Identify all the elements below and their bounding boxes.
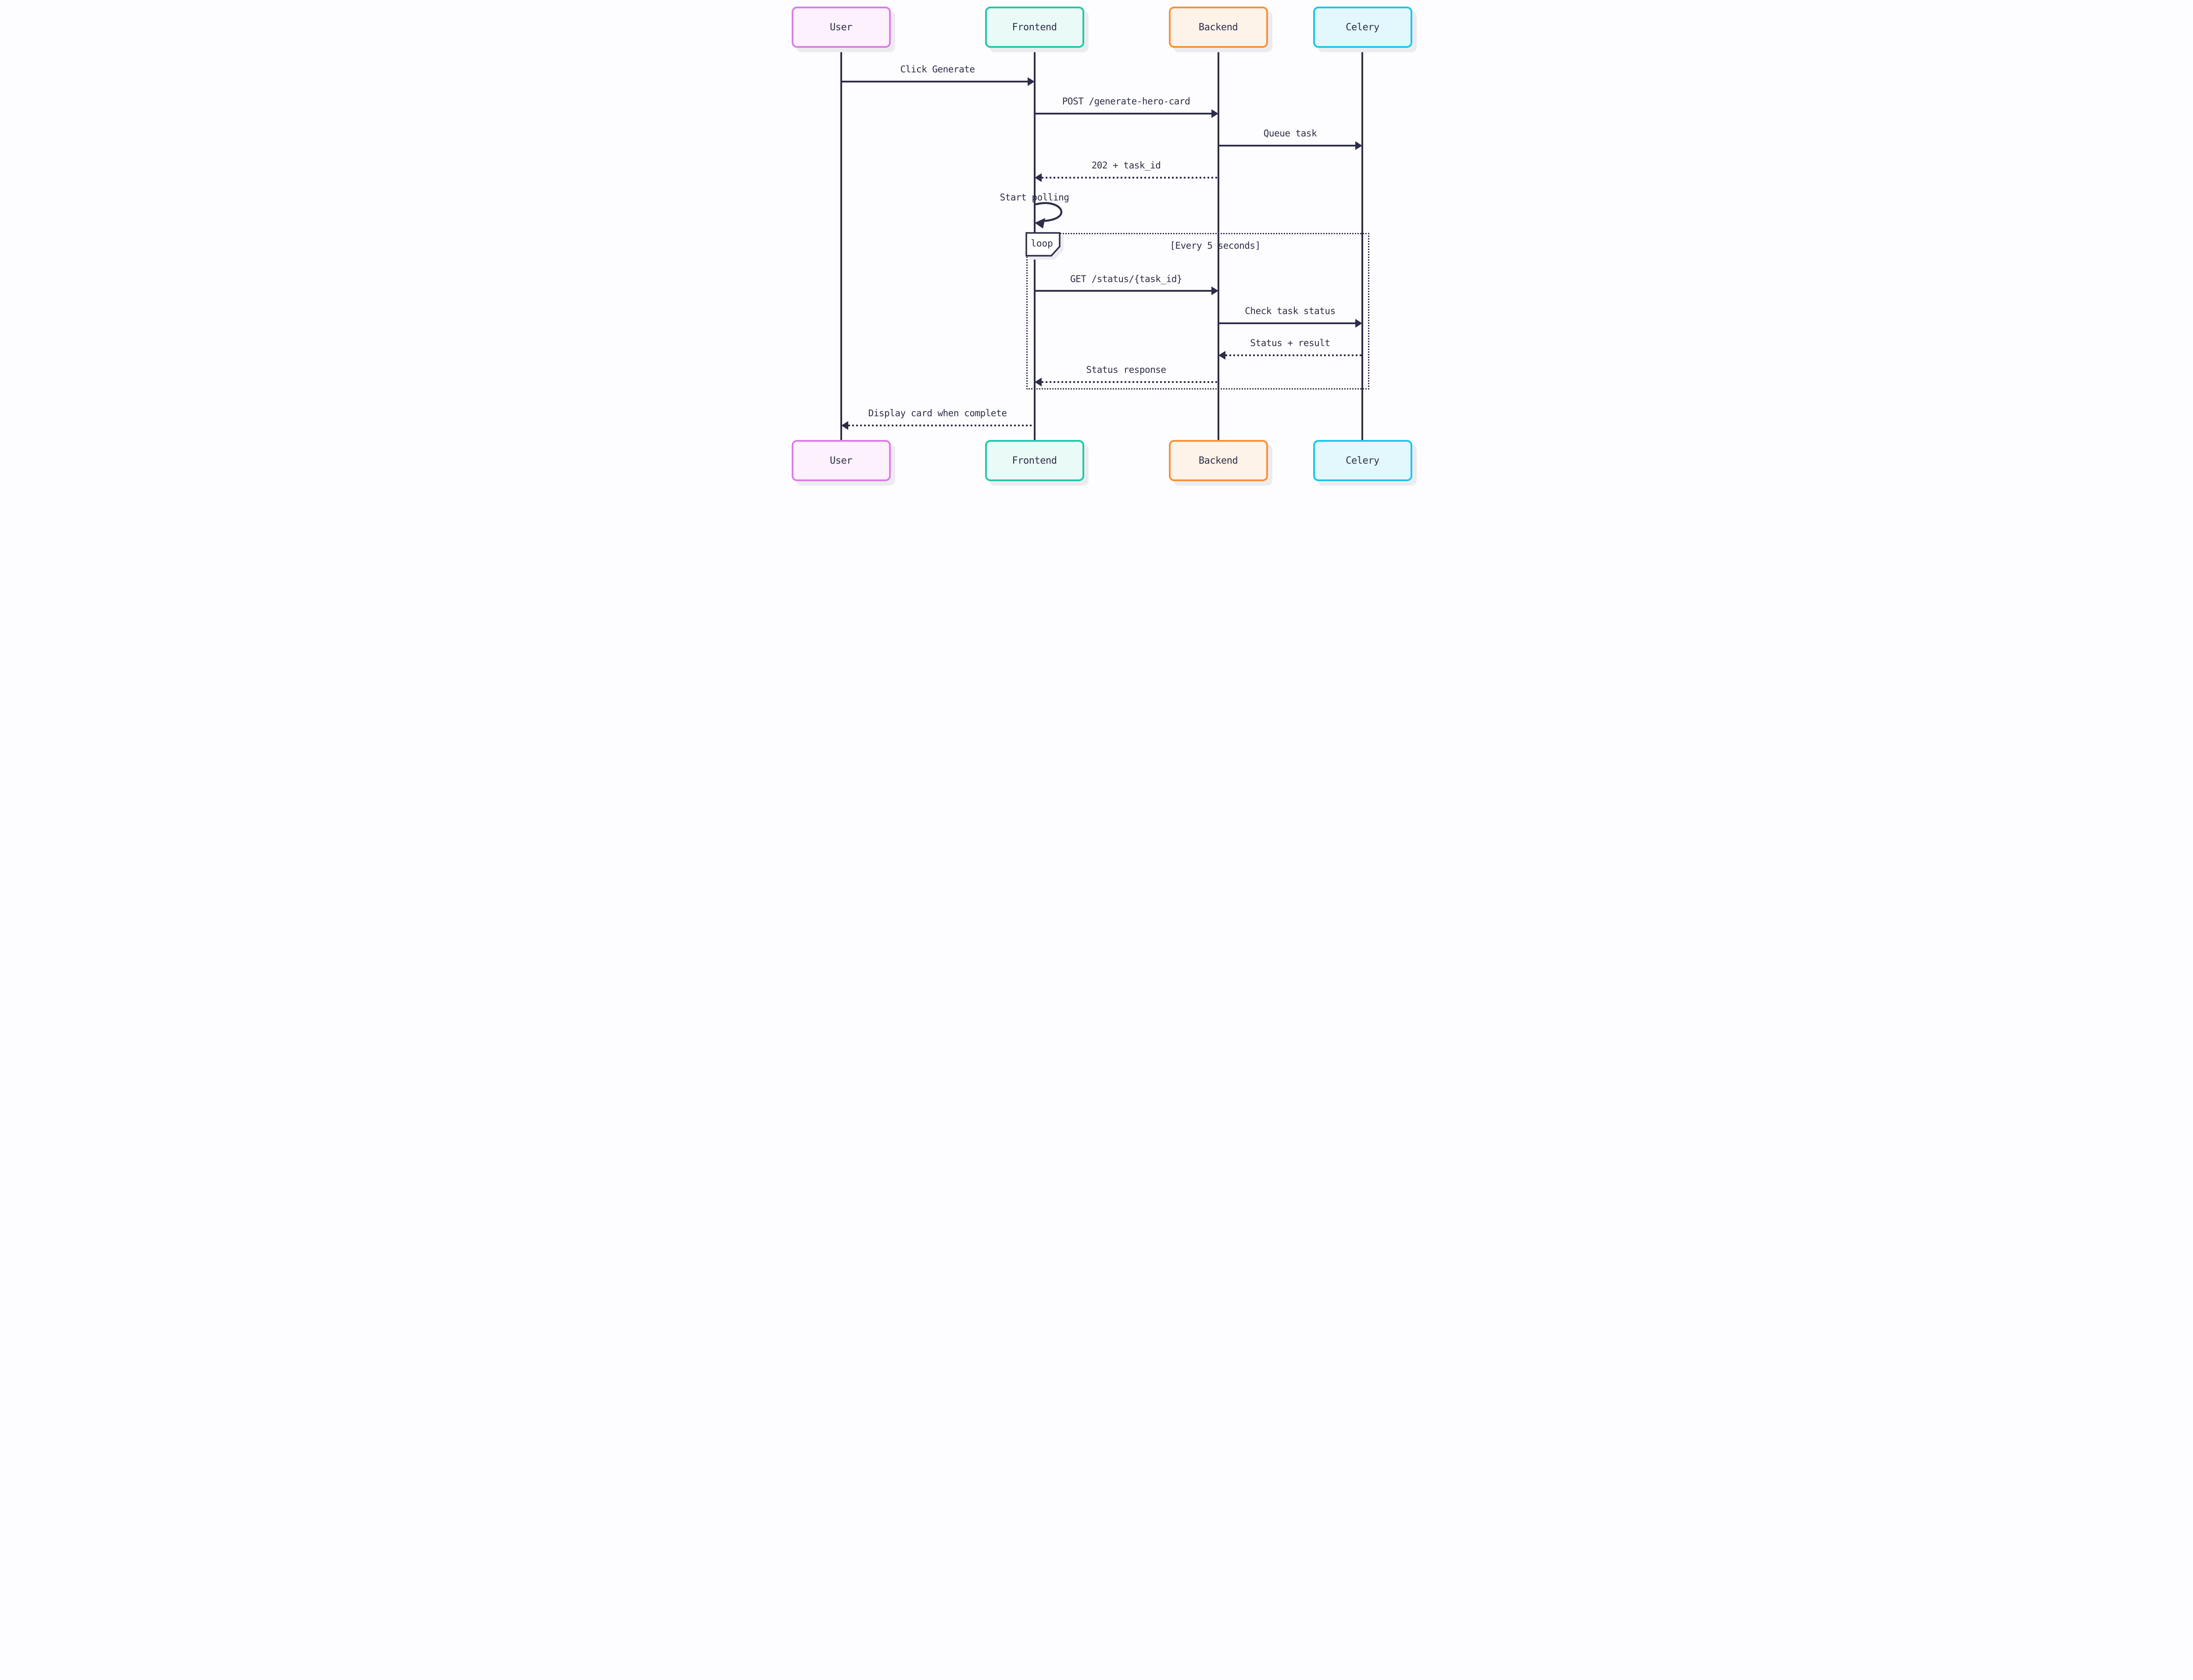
arrow-solid <box>1218 145 1355 147</box>
actor-box-backend-bottom: Backend <box>1168 440 1268 481</box>
actor-label-frontend: Frontend <box>1012 21 1057 33</box>
arrowhead-right-icon <box>1355 141 1362 150</box>
message-label: 202 + task_id <box>1091 160 1161 171</box>
actor-label-celery: Celery <box>1346 21 1379 33</box>
loop-label-shape-icon <box>1025 232 1061 257</box>
actor-label-backend: Backend <box>1198 455 1238 466</box>
arrow-dotted <box>1041 381 1218 383</box>
arrowhead-right-icon <box>1355 319 1362 328</box>
arrow-solid <box>1218 322 1355 324</box>
loop-fragment-box <box>1026 233 1369 390</box>
arrowhead-left-icon <box>1034 173 1042 182</box>
loop-condition-text: [Every 5 seconds] <box>1170 240 1261 251</box>
actor-label-user: User <box>830 455 852 466</box>
arrow-solid <box>841 81 1028 82</box>
arrowhead-left-icon <box>841 421 848 430</box>
message-label: Status + result <box>1250 338 1330 348</box>
message-label: POST /generate-hero-card <box>1062 96 1190 107</box>
arrowhead-right-icon <box>1211 109 1218 118</box>
arrow-dotted <box>1225 354 1362 356</box>
actor-label-backend: Backend <box>1198 21 1238 33</box>
loop-label-text: loop <box>1031 238 1053 249</box>
lifeline-backend <box>1217 48 1219 440</box>
arrowhead-left-icon <box>1218 351 1225 360</box>
arrowhead-right-icon <box>1027 77 1035 86</box>
actor-box-celery-top: Celery <box>1313 7 1412 48</box>
arrow-solid <box>1034 113 1211 114</box>
arrowhead-right-icon <box>1211 286 1218 295</box>
actor-box-user-bottom: User <box>791 440 891 481</box>
actor-label-frontend: Frontend <box>1012 455 1057 466</box>
arrow-solid <box>1034 290 1211 292</box>
message-label: Queue task <box>1263 128 1317 139</box>
arrowhead-left-icon <box>1034 378 1042 386</box>
message-label: Start polling <box>1000 192 1069 203</box>
lifeline-user <box>840 48 842 440</box>
sequence-diagram: User Frontend Backend Celery Click Gener… <box>757 0 1436 503</box>
actor-label-celery: Celery <box>1346 455 1379 466</box>
message-label: Check task status <box>1245 306 1336 316</box>
arrow-dotted <box>1041 177 1218 179</box>
actor-box-celery-bottom: Celery <box>1313 440 1412 481</box>
actor-box-frontend-bottom: Frontend <box>985 440 1084 481</box>
message-label: Click Generate <box>900 64 975 75</box>
self-loop-arrow-icon <box>1034 202 1062 229</box>
lifeline-celery <box>1361 48 1363 440</box>
message-label: Status response <box>1086 365 1166 375</box>
arrow-dotted <box>848 425 1035 426</box>
actor-box-user-top: User <box>791 7 891 48</box>
message-label: Display card when complete <box>868 408 1007 418</box>
actor-box-backend-top: Backend <box>1168 7 1268 48</box>
message-label: GET /status/{task_id} <box>1070 274 1182 284</box>
loop-label: loop <box>1025 232 1061 257</box>
actor-box-frontend-top: Frontend <box>985 7 1084 48</box>
actor-label-user: User <box>830 21 852 33</box>
